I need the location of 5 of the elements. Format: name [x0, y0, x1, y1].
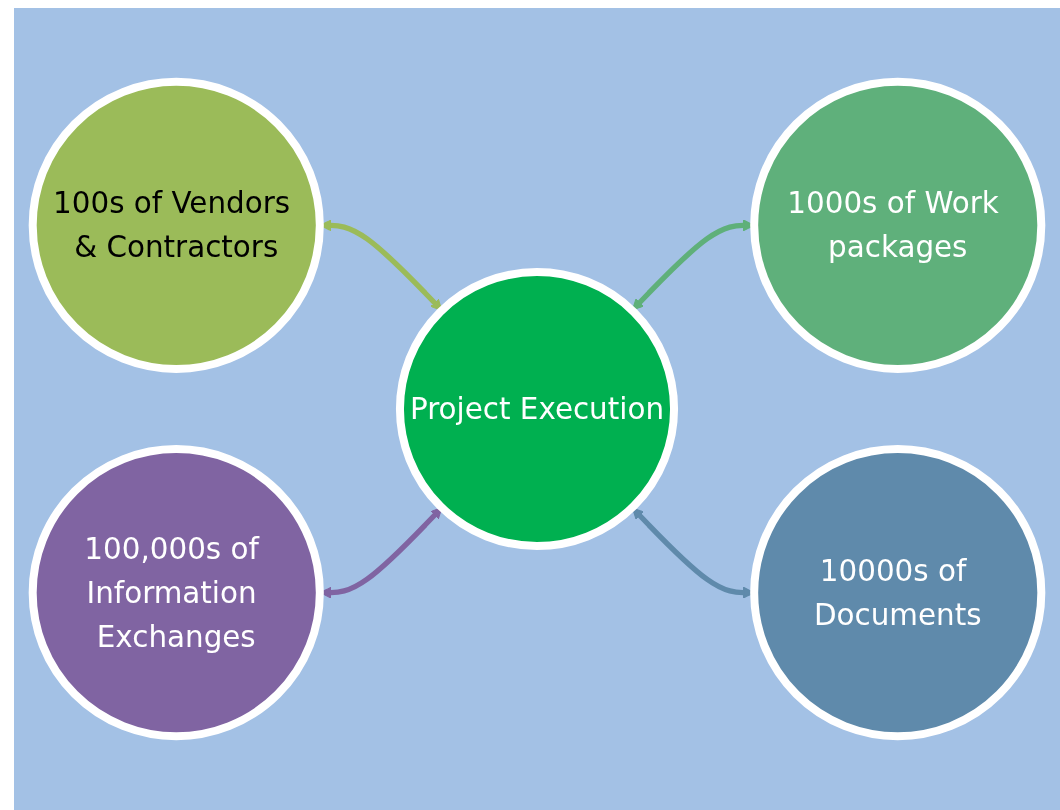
node-circle: 1000s of Work packages — [750, 77, 1046, 373]
node-circle: 10000s of Documents — [750, 445, 1046, 741]
node-circle: 100,000s of Information Exchanges — [28, 445, 324, 741]
node-circle: 100s of Vendors & Contractors — [28, 77, 324, 373]
node-circle: Project Execution — [395, 267, 679, 551]
